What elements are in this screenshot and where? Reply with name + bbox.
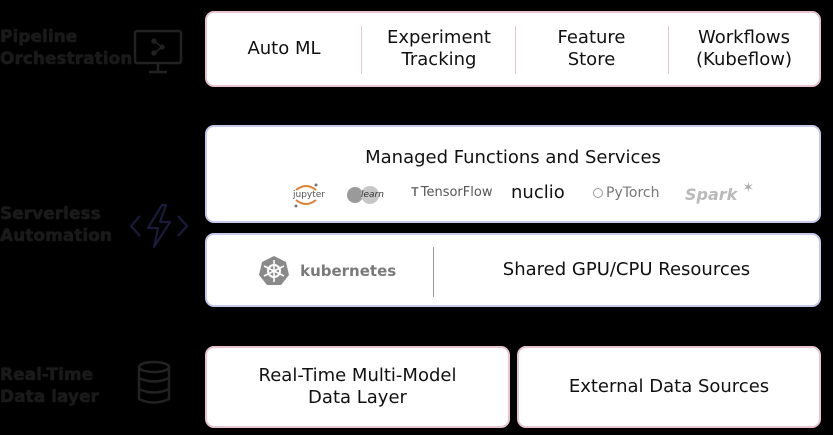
database-icon: [134, 360, 174, 410]
tensorflow-icon: 𝚻: [411, 185, 419, 199]
spark-star-icon: ✶: [742, 180, 755, 196]
divider: [668, 26, 669, 74]
divider: [433, 247, 434, 297]
pipeline-orchestration-label: Pipeline Orchestration: [0, 27, 133, 69]
managed-functions-title: Managed Functions and Services: [365, 147, 661, 168]
pipeline-card: Auto ML Experiment Tracking Feature Stor…: [205, 11, 821, 87]
divider: [515, 26, 516, 74]
scikit-learn-icon: [347, 186, 379, 204]
divider: [361, 26, 362, 74]
apache-spark-logo: Spark ✶: [685, 180, 755, 204]
monitor-pipeline-icon: [132, 28, 184, 80]
real-time-data-layer-label: Real-Time Data layer: [0, 365, 99, 407]
nuclio-logo: nuclio: [511, 182, 565, 203]
external-data-sources-card: External Data Sources: [517, 346, 821, 428]
feature-store-cell: Feature Store: [557, 27, 626, 70]
pytorch-icon: [593, 188, 603, 198]
lightning-bolt-icon: [128, 202, 190, 254]
shared-resources-cell: Shared GPU/CPU Resources: [502, 259, 751, 280]
kubernetes-helm-icon: [259, 256, 289, 285]
jupyter-icon: [294, 183, 318, 208]
serverless-automation-label: Serverless Automation: [0, 204, 112, 246]
data-layer-card: Real-Time Multi-Model Data Layer: [205, 346, 510, 428]
data-layer-cell: Real-Time Multi-Model Data Layer: [258, 365, 457, 408]
workflows-kubeflow-cell: Workflows (Kubeflow): [696, 27, 792, 70]
experiment-tracking-cell: Experiment Tracking: [386, 27, 491, 70]
pytorch-logo: PyTorch: [593, 185, 659, 201]
auto-ml-cell: Auto ML: [247, 38, 321, 59]
managed-functions-card: Managed Functions and Services jupyter l…: [205, 125, 821, 223]
kubernetes-resources-card: kubernetes Shared GPU/CPU Resources: [205, 233, 821, 307]
kubernetes-logo: kubernetes: [257, 254, 396, 288]
external-data-cell: External Data Sources: [568, 376, 770, 397]
